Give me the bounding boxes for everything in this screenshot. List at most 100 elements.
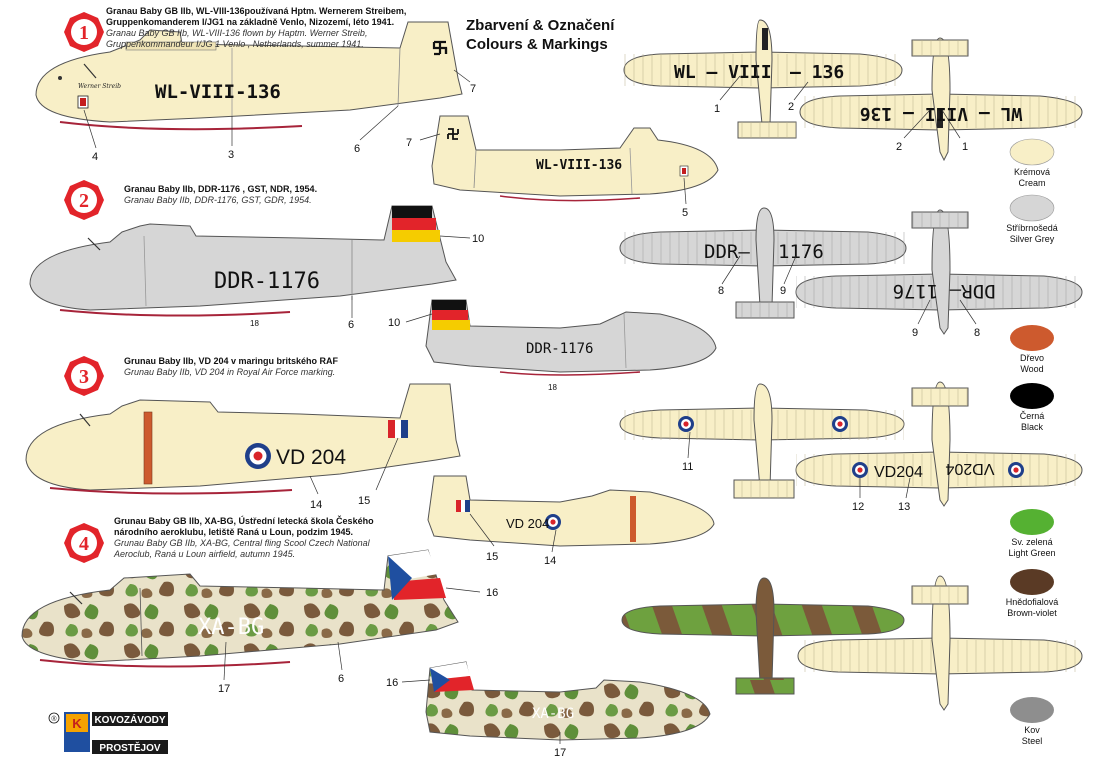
glider-3-top xyxy=(619,383,905,499)
callout-6b: 6 xyxy=(348,319,354,331)
glider-2-wing-left-text: DDR– xyxy=(704,241,750,263)
caption-scheme-2: Granau Baby IIb, DDR-1176 , GST, NDR, 19… xyxy=(124,184,424,206)
callout-1: 1 xyxy=(714,103,720,115)
scheme-badge-2: 2 xyxy=(64,180,104,220)
caption-3-bold-1: Grunau Baby IIb, VD 204 v maringu britsk… xyxy=(124,356,339,366)
callout-9b: 9 xyxy=(912,327,918,339)
glider-1-side-large: Werner Streib WL-VIII-136 xyxy=(35,21,463,131)
glider-1-registration: WL-VIII-136 xyxy=(155,81,281,103)
swatch-cream xyxy=(1009,138,1055,166)
caption-2-italic-1: Granau Baby IIb, DDR-1176, GST, GDR, 195… xyxy=(124,195,312,205)
callout-10b: 10 xyxy=(388,317,400,329)
scheme-badge-4: 4 xyxy=(64,523,104,563)
logo-mark: K xyxy=(72,716,82,731)
caption-scheme-4: Grunau Baby GB IIb, XA-BG, Ústřední lete… xyxy=(114,516,394,560)
swatch-steel xyxy=(1010,697,1054,723)
logo-line-1: KOVOZÁVODY xyxy=(94,713,165,726)
caption-1-bold-2: Gruppenkomanderem I/JG1 na základně Venl… xyxy=(106,17,395,27)
callout-13: 13 xyxy=(898,501,910,513)
glider-3-registration: VD 204 xyxy=(276,446,346,469)
title-english: Colours & Markings xyxy=(466,36,608,53)
logo-line-2: PROSTĚJOV xyxy=(99,741,160,754)
glider-4-top xyxy=(621,577,905,695)
callout-15: 15 xyxy=(358,495,370,507)
callout-15b: 15 xyxy=(486,551,498,563)
caption-1-bold-1: Granau Baby GB IIb, WL-VIII-136používaná… xyxy=(106,6,407,16)
glider-2-side-small: DDR-1176 xyxy=(425,299,717,376)
scheme-badge-1: 1 xyxy=(64,12,104,52)
glider-4-side-large: XA-BG xyxy=(21,549,459,668)
caption-4-italic-1: Grunau Baby GB IIb, XA-BG, Central fling… xyxy=(114,538,370,548)
glider-3-small-registration: VD 204 xyxy=(506,516,549,531)
glider-2-wing-under-text: DDR– 1176 xyxy=(893,280,996,302)
glider-3-bottom: VD204 VD204 xyxy=(795,381,1083,507)
glider-1-top: WL – VIII – 136 xyxy=(623,19,903,139)
glider-2-wing-right-text: 1176 xyxy=(778,241,824,263)
caption-1-italic-1: Granau Baby GB IIb, WL-VIII-136 flown by… xyxy=(106,28,368,38)
callout-6c: 6 xyxy=(338,673,344,685)
scheme-badge-2-number: 2 xyxy=(79,190,89,212)
swatch-wood xyxy=(1010,325,1054,351)
callout-12: 12 xyxy=(852,501,864,513)
caption-1-italic-2: Gruppenkommandeur I/JG 1 Venlo , Netherl… xyxy=(106,39,364,49)
scheme-badge-3: 3 xyxy=(64,356,104,396)
glider-4-small-registration: XA-BG xyxy=(532,706,574,722)
glider-2-bottom: DDR– 1176 xyxy=(795,209,1083,335)
callout-3: 3 xyxy=(228,149,234,161)
sheet-header: Zbarvení & Označení Colours & Markings xyxy=(466,16,614,54)
glider-1-small-registration: WL-VIII-136 xyxy=(536,158,622,173)
callout-17: 17 xyxy=(218,683,230,695)
glider-2-side-large: DDR-1176 xyxy=(29,205,457,317)
leader-lines xyxy=(83,69,977,744)
glider-4-bottom xyxy=(797,575,1083,711)
caption-3-italic-1: Grunau Baby IIb, VD 204 in Royal Air For… xyxy=(124,367,336,377)
callout-11: 11 xyxy=(682,461,693,473)
title-czech: Zbarvení & Označení xyxy=(466,17,615,34)
callout-9: 9 xyxy=(780,285,786,297)
callout-2: 2 xyxy=(788,101,794,113)
colour-swatches xyxy=(1009,138,1055,723)
caption-2-bold-1: Granau Baby IIb, DDR-1176 , GST, NDR, 19… xyxy=(124,184,318,194)
callout-8: 8 xyxy=(718,285,724,297)
glider-1-wing-under-text: WL – VIII – 136 xyxy=(860,103,1023,124)
glider-1-bottom: WL – VIII – 136 xyxy=(799,37,1083,162)
swatch-light-green xyxy=(1010,509,1054,535)
callout-5: 5 xyxy=(682,207,688,219)
callout-17b: 17 xyxy=(554,747,566,759)
callout-14b: 14 xyxy=(544,555,556,567)
glider-3-side-large: VD 204 xyxy=(25,383,461,495)
caption-4-bold-1: Grunau Baby GB IIb, XA-BG, Ústřední lete… xyxy=(114,516,374,526)
swatch-silver-grey xyxy=(1009,194,1055,222)
glider-1-wing-left-text: WL – VIII xyxy=(674,62,772,83)
glider-2-small-registration: DDR-1176 xyxy=(526,341,593,357)
glider-4-registration: XA-BG xyxy=(198,615,264,640)
glider-1-side-small: WL-VIII-136 xyxy=(431,115,719,202)
callout-7b: 7 xyxy=(406,137,412,149)
scheme-badge-1-number: 1 xyxy=(79,22,89,44)
logo-registered: ® xyxy=(51,715,57,723)
swatch-brown-violet xyxy=(1010,569,1054,595)
callout-18b: 18 xyxy=(548,383,557,392)
caption-scheme-1: Granau Baby GB IIb, WL-VIII-136používaná… xyxy=(106,6,456,50)
callout-4: 4 xyxy=(92,151,98,163)
swastika-1-small xyxy=(447,128,459,140)
glider-2-top: DDR– 1176 xyxy=(619,207,907,319)
kovozavody-logo: K KOVOZÁVODY PROSTĚJOV ® xyxy=(48,712,168,754)
callout-18: 18 xyxy=(250,319,259,328)
swastika-1-large xyxy=(432,40,448,56)
scheme-badge-4-number: 4 xyxy=(79,533,89,555)
callout-7: 7 xyxy=(470,83,476,95)
callout-2b: 2 xyxy=(896,141,902,153)
callout-8b: 8 xyxy=(974,327,980,339)
glider-1-wing-right-text: – 136 xyxy=(790,62,844,83)
glider-3-wing-under-right: VD204 xyxy=(945,460,994,477)
callout-6: 6 xyxy=(354,143,360,155)
caption-scheme-3: Grunau Baby IIb, VD 204 v maringu britsk… xyxy=(124,356,424,378)
callout-1b: 1 xyxy=(962,141,968,153)
callout-10: 10 xyxy=(472,233,484,245)
